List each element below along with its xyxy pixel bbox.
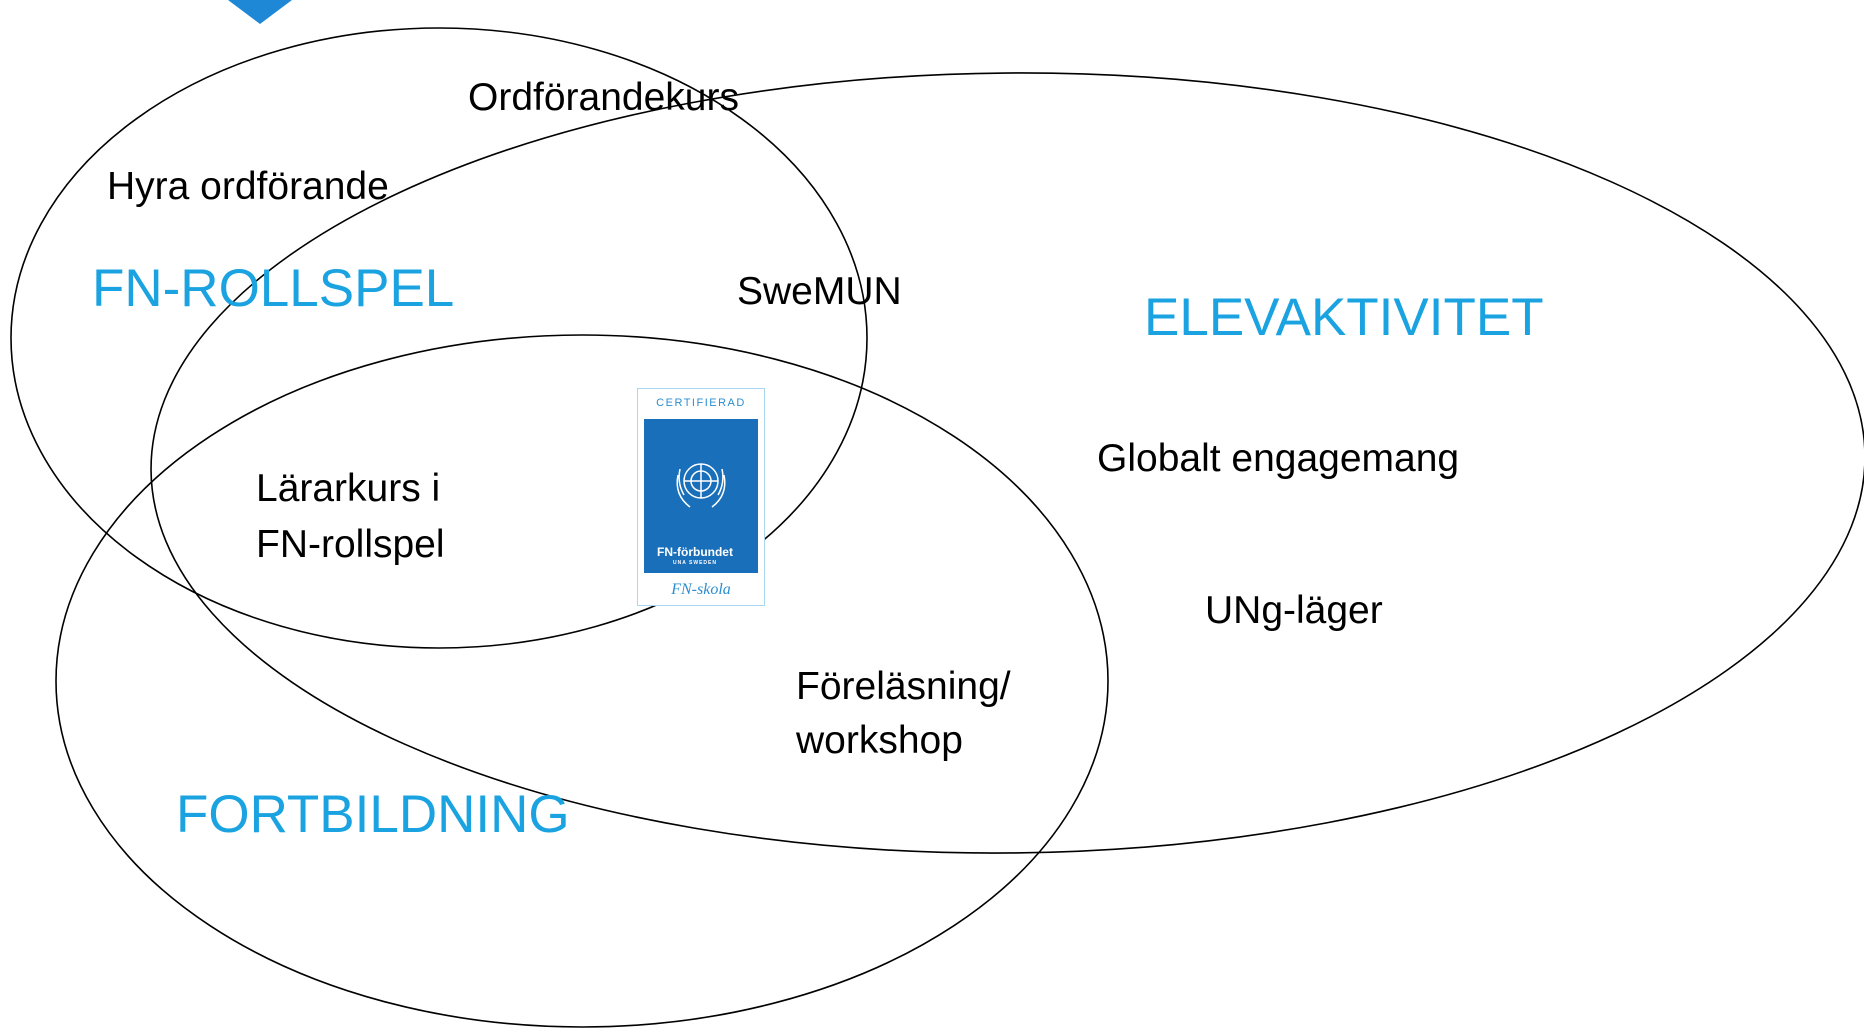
item-forelasning-line1: Föreläsning/ — [796, 665, 1011, 708]
badge-org-sub: UNA SWEDEN — [673, 560, 717, 566]
item-ordforandekurs: Ordförandekurs — [468, 76, 739, 119]
badge-certified-text: CERTIFIERAD — [656, 397, 746, 409]
item-ung-lager: UNg-läger — [1205, 589, 1383, 632]
item-hyra-ordforande: Hyra ordförande — [107, 165, 389, 208]
badge-blue-panel: FN-förbundet UNA SWEDEN — [644, 419, 758, 573]
group-label-elevaktivitet: ELEVAKTIVITET — [1144, 288, 1544, 347]
ellipse-elevaktivitet — [150, 72, 1864, 854]
ellipse-fortbildning — [55, 334, 1109, 1028]
badge-school-text: FN-skola — [671, 581, 731, 598]
badge-org-name: FN-förbundet — [657, 545, 733, 559]
group-label-fortbildning: FORTBILDNING — [176, 785, 570, 844]
item-forelasning-line2: workshop — [796, 719, 963, 762]
un-emblem-icon — [676, 463, 726, 508]
marker-triangle — [228, 0, 292, 24]
ellipse-fn-rollspel — [10, 27, 868, 649]
item-swemun: SweMUN — [737, 270, 902, 313]
group-label-fn-rollspel: FN-ROLLSPEL — [92, 259, 455, 318]
item-lararkurs-line2: FN-rollspel — [256, 523, 445, 566]
certified-fn-skola-badge: CERTIFIERAD FN-förbundet UNA SWEDEN FN-s… — [637, 388, 765, 606]
item-globalt-engagemang: Globalt engagemang — [1097, 437, 1460, 480]
item-lararkurs-line1: Lärarkurs i — [256, 467, 441, 510]
